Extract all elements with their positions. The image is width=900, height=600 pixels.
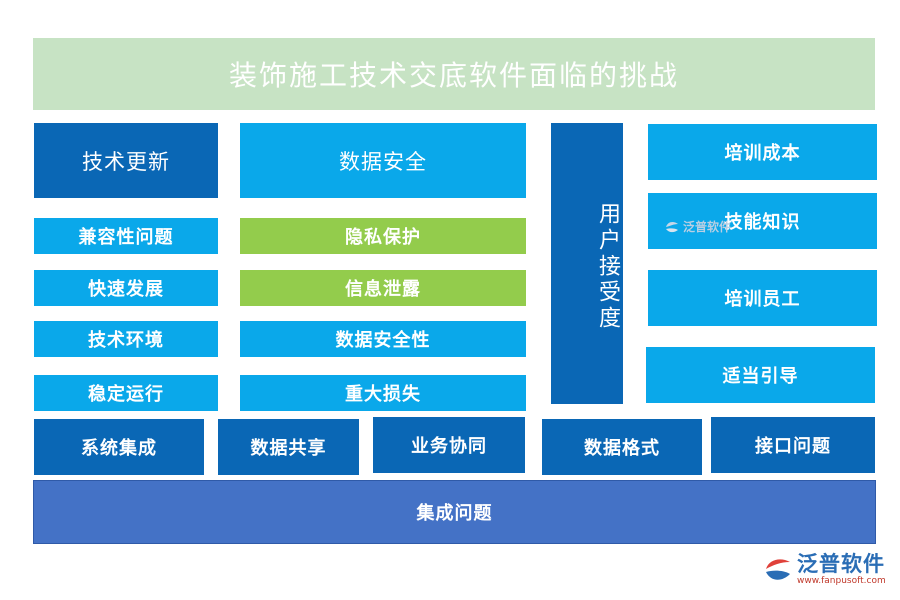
middle-item-major-loss: 重大损失 bbox=[240, 375, 526, 411]
data-security-header: 数据安全 bbox=[240, 123, 526, 198]
brand-logo: 泛普软件 www.fanpusoft.com bbox=[763, 552, 886, 587]
watermark-logo-icon bbox=[666, 221, 678, 232]
middle-item-privacy: 隐私保护 bbox=[240, 218, 526, 254]
integration-base: 集成问题 bbox=[33, 480, 876, 544]
left-item-rapid-development: 快速发展 bbox=[34, 270, 218, 306]
integration-item-data-format: 数据格式 bbox=[542, 419, 702, 475]
integration-item-interface: 接口问题 bbox=[711, 417, 875, 473]
integration-item-business-collab: 业务协同 bbox=[373, 417, 525, 473]
right-item-train-staff: 培训员工 bbox=[648, 270, 877, 326]
middle-item-info-leak: 信息泄露 bbox=[240, 270, 526, 306]
left-item-compatibility: 兼容性问题 bbox=[34, 218, 218, 254]
right-item-training-cost: 培训成本 bbox=[648, 124, 877, 180]
right-item-skill-knowledge: 技能知识 bbox=[648, 193, 877, 249]
diagram-title: 装饰施工技术交底软件面临的挑战 bbox=[33, 38, 875, 110]
integration-item-system: 系统集成 bbox=[34, 419, 204, 475]
middle-item-data-security: 数据安全性 bbox=[240, 321, 526, 357]
brand-logo-icon bbox=[766, 558, 790, 580]
integration-item-data-sharing: 数据共享 bbox=[218, 419, 359, 475]
brand-name: 泛普软件 bbox=[797, 552, 885, 576]
left-item-tech-environment: 技术环境 bbox=[34, 321, 218, 357]
watermark-text: 泛普软件 bbox=[683, 220, 732, 234]
watermark: 泛普软件 bbox=[664, 218, 731, 235]
left-item-stable-operation: 稳定运行 bbox=[34, 375, 218, 411]
tech-update-header: 技术更新 bbox=[34, 123, 218, 198]
brand-url: www.fanpusoft.com bbox=[797, 576, 886, 586]
user-acceptance-header: 用户接受度 bbox=[551, 123, 623, 404]
right-item-proper-guidance: 适当引导 bbox=[646, 347, 875, 403]
